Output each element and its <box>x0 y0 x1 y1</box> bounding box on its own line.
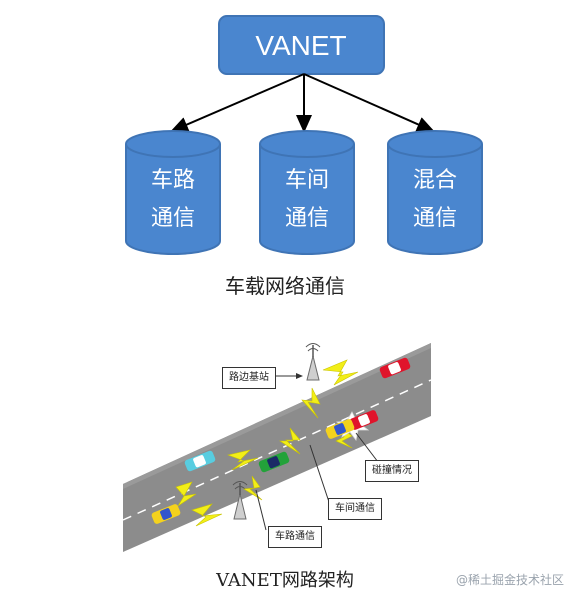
v2v-callout-leader <box>309 444 331 506</box>
car-cyan <box>184 450 216 472</box>
collision-callout-leader <box>355 432 379 463</box>
rsu-tower-bottom <box>232 481 248 520</box>
cylinder-v2v-line2: 通信 <box>285 206 329 231</box>
hierarchy-diagram: VANET 车路 通信 车间 通信 混合 通信 <box>125 15 483 255</box>
top-diagram-caption: 车载网络通信 <box>225 274 345 298</box>
rsu-callout: 路边基站 <box>222 367 276 389</box>
road-center-line <box>122 379 432 521</box>
vanet-road-illustration <box>122 343 432 552</box>
car-red-crash <box>349 410 379 430</box>
v2i-callout-leader <box>255 489 267 531</box>
v2v-callout: 车间通信 <box>328 498 382 520</box>
cylinder-hybrid-line2: 通信 <box>413 206 457 231</box>
road-diagram-caption: VANET网路架构 <box>216 570 354 591</box>
cylinder-v2v-line1: 车间 <box>285 168 329 193</box>
arrow-to-hybrid <box>303 73 435 132</box>
car-yellow-bottom <box>151 504 181 524</box>
road <box>123 343 431 552</box>
cylinder-v2v: 车间 通信 <box>259 130 355 255</box>
car-yellow-crash <box>325 419 355 439</box>
cylinder-v2i-line2: 通信 <box>151 206 195 231</box>
collision-callout: 碰撞情况 <box>365 460 419 482</box>
car-green <box>258 451 290 473</box>
lightning-bolts <box>175 359 359 527</box>
cylinder-hybrid-line1: 混合 <box>413 168 457 193</box>
cylinder-hybrid: 混合 通信 <box>387 130 483 255</box>
cylinder-v2i: 车路 通信 <box>125 130 221 255</box>
cylinder-v2i-line1: 车路 <box>151 168 195 193</box>
arrow-to-v2i <box>170 73 305 133</box>
v2i-callout: 车路通信 <box>268 526 322 548</box>
watermark-text: @稀土掘金技术社区 <box>455 573 564 587</box>
car-red-top <box>379 357 411 379</box>
rsu-tower-top <box>305 343 321 381</box>
vanet-root-label: VANET <box>255 30 346 61</box>
